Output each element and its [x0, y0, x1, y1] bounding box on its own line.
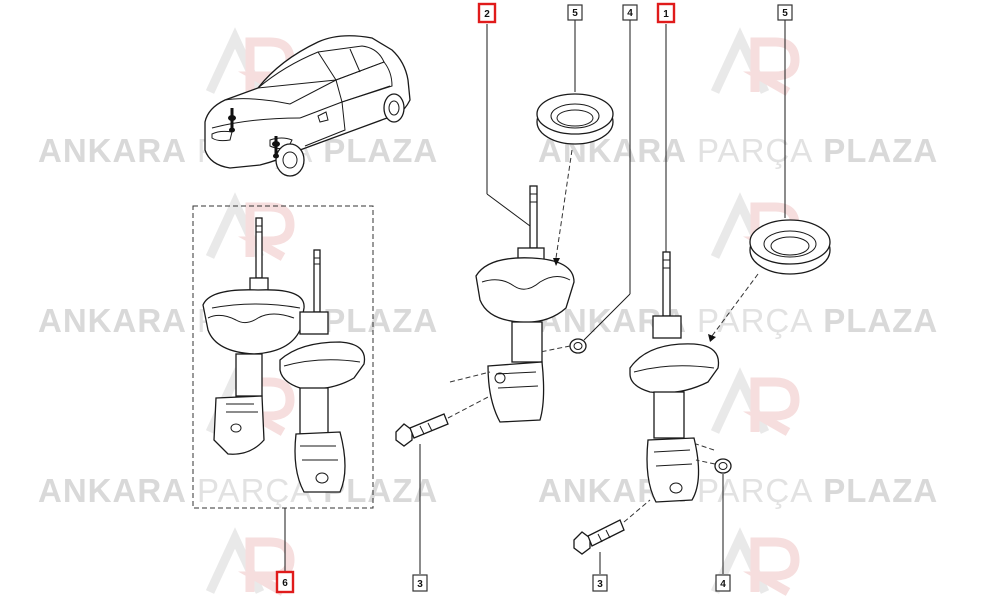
svg-text:3: 3 [597, 579, 603, 590]
callout-1[interactable]: 1 [656, 2, 676, 24]
nut [714, 458, 732, 474]
svg-text:1: 1 [663, 9, 669, 20]
watermark-logo [205, 192, 295, 261]
shock-absorber-left [202, 217, 305, 455]
shock-absorber-assembly-front [395, 93, 614, 447]
leader-lines [284, 20, 786, 574]
watermark-logo [710, 27, 800, 96]
bolt [573, 519, 625, 555]
svg-text:4: 4 [720, 579, 726, 590]
watermark-logo [205, 527, 295, 596]
shock-absorber-kit-pair [192, 205, 374, 509]
callout-4[interactable]: 4 [622, 4, 638, 21]
nut [569, 338, 587, 354]
callout-6[interactable]: 6 [275, 570, 295, 594]
kit-boundary [192, 205, 374, 509]
top-mount-bearing [749, 219, 831, 275]
callout-2[interactable]: 2 [477, 2, 497, 24]
watermark-logo [710, 367, 800, 436]
svg-text:5: 5 [782, 8, 788, 19]
shock-absorber-right [279, 249, 366, 493]
bolt [395, 413, 449, 447]
callout-5[interactable]: 5 [777, 4, 793, 21]
car-illustration [204, 35, 411, 177]
svg-text:3: 3 [417, 579, 423, 590]
svg-text:4: 4 [627, 8, 633, 19]
top-mount-bearing [536, 93, 614, 145]
callout-3[interactable]: 3 [412, 574, 428, 592]
svg-text:2: 2 [484, 9, 490, 20]
svg-text:5: 5 [572, 8, 578, 19]
callout-5[interactable]: 5 [567, 4, 583, 21]
callout-3[interactable]: 3 [592, 574, 608, 592]
callout-4[interactable]: 4 [715, 574, 731, 592]
svg-text:6: 6 [282, 578, 288, 589]
